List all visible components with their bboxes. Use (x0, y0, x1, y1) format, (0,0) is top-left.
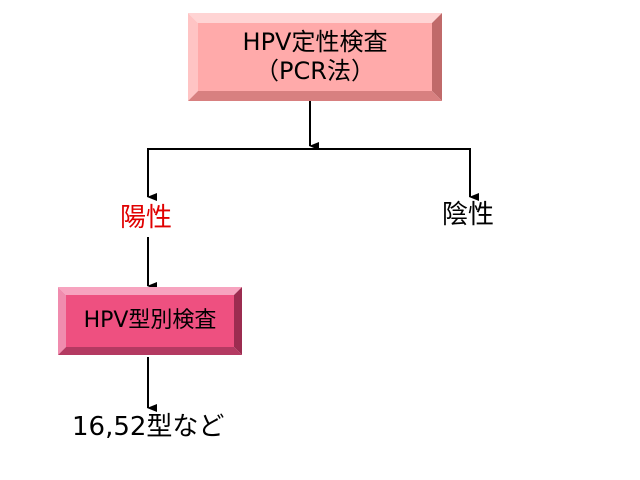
genotype-result-label: 16,52型など (72, 412, 225, 442)
positive-label: 陽性 (120, 203, 173, 233)
genotype-test-title: HPV型別検査 (83, 307, 217, 333)
negative-label: 陰性 (442, 200, 495, 230)
qualitative-test-box-bevel (188, 13, 442, 101)
genotype-test-box-bevel (58, 287, 242, 355)
qualitative-test-method: （PCR法） (255, 57, 375, 85)
qualitative-test-box: HPV定性検査 （PCR法） (188, 13, 442, 101)
qualitative-test-title: HPV定性検査 (242, 28, 388, 57)
genotype-test-box: HPV型別検査 (58, 287, 242, 355)
